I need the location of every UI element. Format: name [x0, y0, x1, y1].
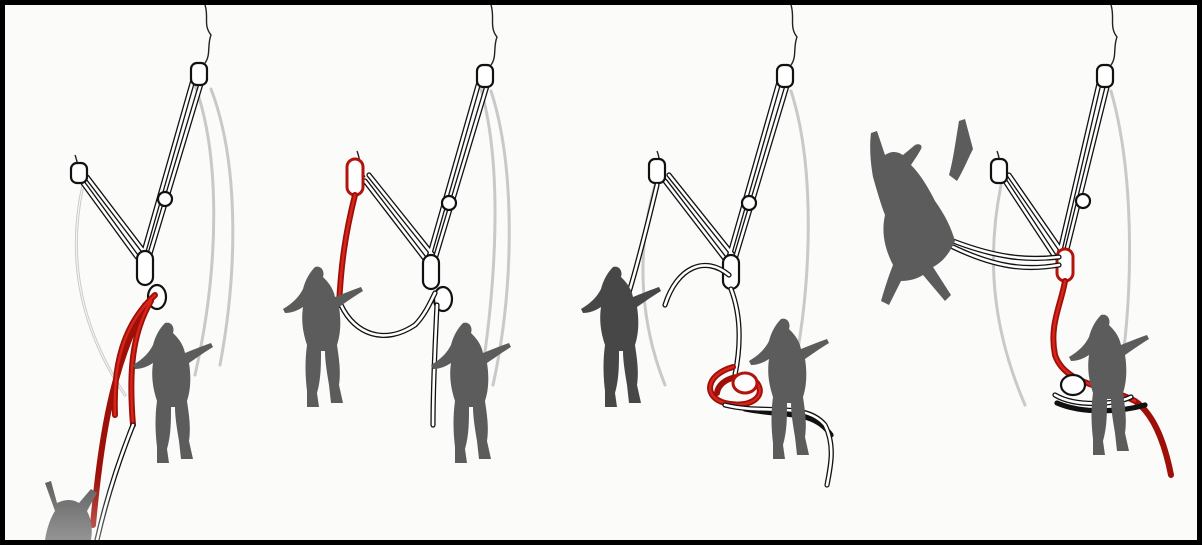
- panel-2: [283, 5, 511, 463]
- hanger-4b: [991, 159, 1007, 183]
- anchor-sling-2: [365, 75, 489, 259]
- panel-3: [581, 5, 831, 485]
- faint-rope-1b: [195, 85, 214, 375]
- knot-4: [1076, 194, 1090, 208]
- hanger-1b: [71, 163, 87, 183]
- haul-rope-2: [341, 293, 437, 425]
- faint-rope-3b: [643, 185, 665, 385]
- rope-rescue-illustration: [5, 5, 1197, 540]
- climber-figure-2: [283, 267, 363, 407]
- knot-2: [442, 196, 456, 210]
- belay-device-4: [1061, 375, 1085, 395]
- master-carabiner-1: [137, 251, 153, 285]
- bottom-fade: [5, 475, 1197, 540]
- hanger-2a: [477, 65, 493, 87]
- faint-rope-4b: [993, 185, 1025, 405]
- anchor-sling-3: [665, 75, 789, 259]
- hanger-3a: [777, 65, 793, 87]
- hanger-3b: [649, 159, 665, 183]
- belayer-figure-2: [431, 323, 511, 463]
- rock-edge-3a: [791, 5, 797, 65]
- knot-3: [742, 196, 756, 210]
- red-rope-2: [339, 195, 355, 305]
- anchor-sling-1: [83, 73, 203, 257]
- hanger-1a: [191, 63, 207, 85]
- hanger-4a: [1097, 65, 1113, 87]
- panel-1: [45, 5, 233, 540]
- belay-device-3: [733, 373, 757, 393]
- rock-edge-2a: [491, 5, 497, 65]
- red-carabiner-2: [347, 159, 363, 195]
- hanging-climber-figure-4: [870, 119, 973, 305]
- panel-4: [870, 5, 1171, 475]
- rock-edge-4a: [1111, 5, 1117, 65]
- knot-1: [158, 192, 172, 206]
- master-carabiner-2: [423, 255, 439, 289]
- rock-edge-1a: [205, 5, 211, 63]
